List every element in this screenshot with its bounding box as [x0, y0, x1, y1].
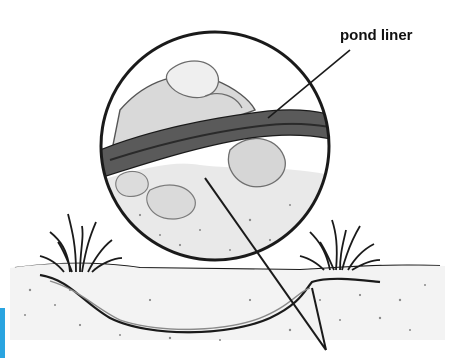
pond-liner-label: pond liner: [340, 27, 413, 44]
grass-clump-icon: [40, 214, 122, 272]
grass-clump-icon: [300, 220, 380, 270]
accent-bar: [0, 308, 5, 358]
